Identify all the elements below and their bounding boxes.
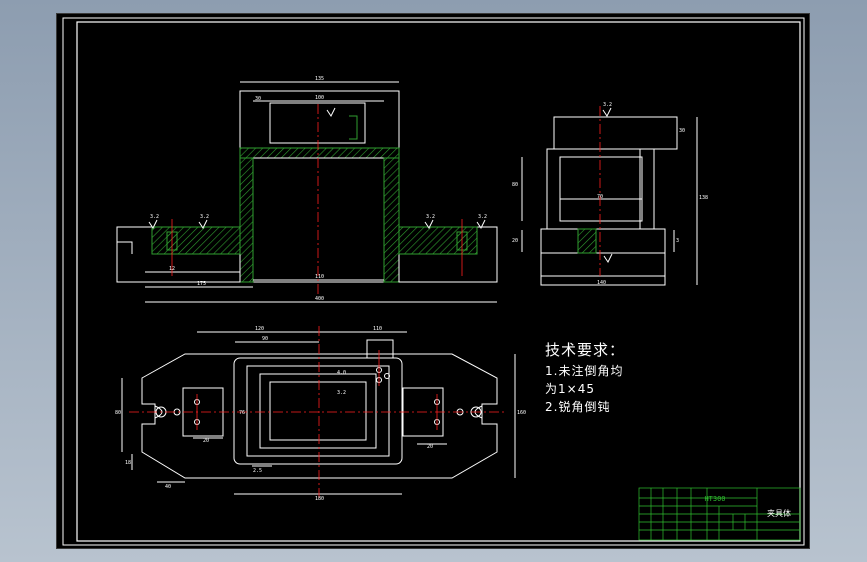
tech-requirement-1: 1.未注倒角均	[545, 364, 624, 378]
side-view	[521, 107, 698, 286]
svg-text:110: 110	[315, 274, 324, 280]
svg-text:110: 110	[373, 326, 382, 332]
tech-requirement-1-cont: 为1×45	[545, 382, 595, 396]
top-centerlines	[129, 326, 507, 500]
inner-frame	[76, 21, 801, 542]
top-dim-labels: 120 110 90 180 80 160 18 40 20 20 76 4.0…	[115, 326, 526, 502]
svg-text:40: 40	[165, 484, 171, 490]
svg-text:76: 76	[239, 410, 245, 416]
svg-text:20: 20	[427, 444, 433, 450]
outer-frame	[62, 17, 805, 546]
svg-text:400: 400	[315, 296, 324, 302]
top-view	[121, 331, 516, 495]
front-dim-labels: 135 100 175 110 400 12 30 3.2 3.2 3.2 3.…	[150, 76, 487, 302]
svg-text:18: 18	[125, 460, 131, 466]
svg-text:3.2: 3.2	[150, 214, 159, 220]
svg-text:30: 30	[679, 128, 685, 134]
svg-text:140: 140	[597, 280, 606, 286]
part-name-label: 夹具体	[767, 508, 791, 518]
svg-text:90: 90	[262, 336, 268, 342]
drawing-canvas[interactable]: 135 100 175 110 400 12 30 3.2 3.2 3.2 3.…	[56, 13, 810, 549]
side-dim-labels: 80 20 138 30 3 70 140 3.2	[512, 102, 708, 286]
title-block	[638, 487, 801, 541]
svg-text:175: 175	[197, 281, 206, 287]
svg-text:30: 30	[255, 96, 261, 102]
svg-text:3.2: 3.2	[426, 214, 435, 220]
drawing-sheet: 135 100 175 110 400 12 30 3.2 3.2 3.2 3.…	[62, 17, 805, 546]
svg-text:2.5: 2.5	[253, 468, 262, 474]
svg-text:120: 120	[255, 326, 264, 332]
svg-text:3.2: 3.2	[337, 390, 346, 396]
svg-text:12: 12	[169, 266, 175, 272]
tech-requirements-title: 技术要求：	[545, 341, 626, 359]
svg-text:20: 20	[203, 438, 209, 444]
svg-text:80: 80	[512, 182, 518, 188]
svg-text:180: 180	[315, 496, 324, 502]
svg-text:80: 80	[115, 410, 121, 416]
svg-text:138: 138	[699, 195, 708, 201]
front-centerline	[171, 104, 463, 294]
svg-text:3.2: 3.2	[603, 102, 612, 108]
front-section-view	[116, 81, 498, 303]
svg-text:100: 100	[315, 95, 324, 101]
svg-text:3.2: 3.2	[478, 214, 487, 220]
svg-text:160: 160	[517, 410, 526, 416]
svg-text:135: 135	[315, 76, 324, 82]
svg-text:3.2: 3.2	[200, 214, 209, 220]
svg-text:70: 70	[597, 194, 603, 200]
svg-text:4.0: 4.0	[337, 370, 346, 376]
tech-requirement-2: 2.锐角倒钝	[545, 400, 611, 414]
svg-text:3: 3	[676, 238, 679, 244]
material-label: HT300	[704, 495, 725, 503]
svg-text:20: 20	[512, 238, 518, 244]
